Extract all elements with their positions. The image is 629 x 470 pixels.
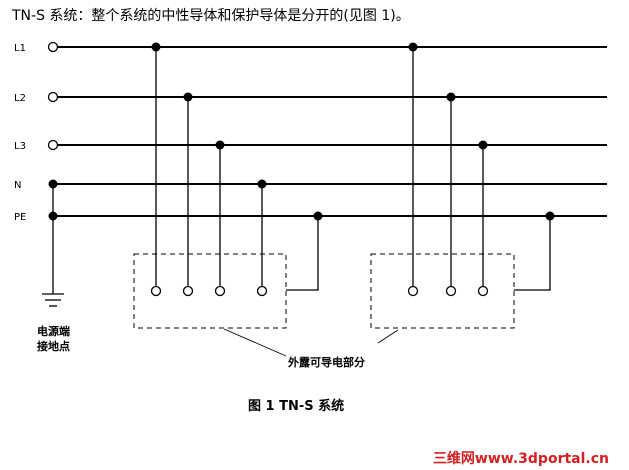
equipment-2-junction-pe xyxy=(545,211,555,221)
bus-lines xyxy=(53,46,607,217)
equipment-2-junction-l2 xyxy=(446,92,456,102)
heading-text: TN-S 系统：整个系统的中性导体和保护导体是分开的(见图 1)。 xyxy=(11,8,410,24)
equipment-1-terminal-n xyxy=(256,285,268,297)
equipment-2 xyxy=(370,42,555,329)
source-terminal-l1 xyxy=(47,41,59,53)
equipment-1-junction-pe xyxy=(313,211,323,221)
equipment-2-enclosure xyxy=(370,253,515,329)
conductor-label-l2: L2 xyxy=(14,93,26,104)
conductor-label-pe: PE xyxy=(14,212,26,223)
equipment-1-junction-n xyxy=(257,179,267,189)
grounding-label-line1: 电源端 xyxy=(37,324,70,338)
equipment-1-terminal-l2 xyxy=(182,285,194,297)
conductor-label-l3: L3 xyxy=(14,141,26,152)
equipment-2-junction-l1 xyxy=(408,42,418,52)
watermark-text: 三维网www.3dportal.cn xyxy=(433,450,609,467)
source-ground xyxy=(42,184,64,307)
conductor-label-n: N xyxy=(14,180,21,191)
source-terminal-l3 xyxy=(47,139,59,151)
equipment-2-junction-l3 xyxy=(478,140,488,150)
equipment-1-terminal-l1 xyxy=(150,285,162,297)
equipment-1-enclosure xyxy=(133,253,287,329)
figure-caption: 图 1 TN-S 系统 xyxy=(248,398,344,414)
equipment-2-terminal-l3 xyxy=(477,285,489,297)
equipment-1-junction-l3 xyxy=(215,140,225,150)
equipment-1-wire-pe xyxy=(286,216,319,291)
equipment-2-terminal-l2 xyxy=(445,285,457,297)
equipment-2-wire-pe xyxy=(514,216,551,291)
conductor-label-l1: L1 xyxy=(14,43,26,54)
callout-leader-right xyxy=(377,329,399,344)
equipment-1-terminal-l3 xyxy=(214,285,226,297)
equipment-1-junction-l1 xyxy=(151,42,161,52)
equipment-1 xyxy=(133,42,323,329)
equipment-2-terminal-l1 xyxy=(407,285,419,297)
exposed-parts-label: 外露可导电部分 xyxy=(287,355,365,369)
callout-leader-left xyxy=(223,328,287,357)
grounding-label-line2: 接地点 xyxy=(37,339,70,353)
source-terminal-l2 xyxy=(47,91,59,103)
equipment-1-junction-l2 xyxy=(183,92,193,102)
